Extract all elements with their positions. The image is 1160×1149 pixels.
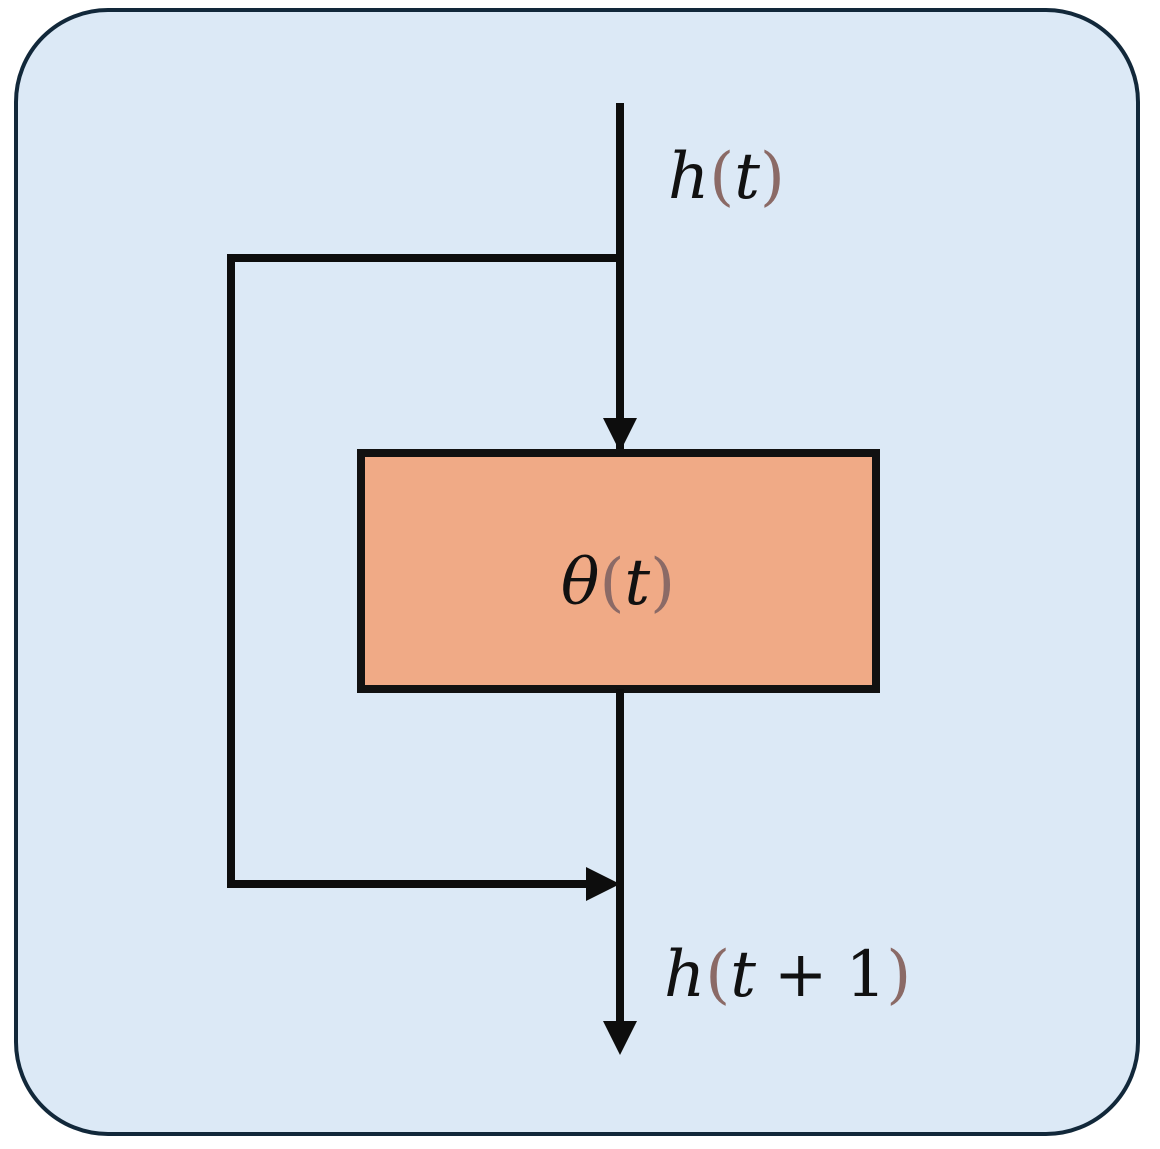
input-label-func: h <box>668 140 709 214</box>
block-label-close-paren: ) <box>650 546 675 620</box>
input-label: h(t) <box>668 140 785 214</box>
skip-connection-arrowhead <box>586 867 620 901</box>
output-label-open-paren: ( <box>705 938 730 1012</box>
output-label: h(t+1) <box>664 938 911 1012</box>
block-label-func: θ <box>561 546 600 620</box>
block-label-var: t <box>624 546 650 620</box>
input-arrowhead <box>603 418 637 452</box>
output-arrowhead <box>603 1021 637 1055</box>
input-label-close-paren: ) <box>760 140 785 214</box>
input-label-var: t <box>734 140 760 214</box>
block-label-open-paren: ( <box>599 546 624 620</box>
output-label-one: 1 <box>846 938 887 1012</box>
output-label-func: h <box>664 938 705 1012</box>
output-label-close-paren: ) <box>886 938 911 1012</box>
block-label: θ(t) <box>561 546 675 620</box>
input-label-open-paren: ( <box>709 140 734 214</box>
skip-connection-line <box>227 254 620 888</box>
output-label-var: t <box>730 938 756 1012</box>
output-label-plus: + <box>774 938 828 1012</box>
